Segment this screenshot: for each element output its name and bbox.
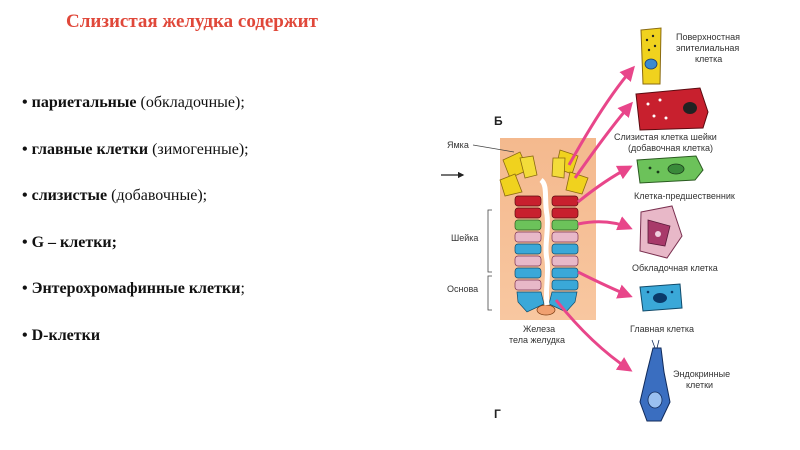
neck-label: Шейка	[451, 233, 478, 243]
mucous-cell-label-2: (добавочная клетка)	[628, 143, 713, 153]
mucous-cell-label-1: Слизистая клетка шейки	[614, 132, 717, 142]
bullet-item: • главные клетки (зимогенные);	[22, 140, 249, 158]
gland-label-line2: тела желудка	[509, 335, 565, 345]
parietal-cell	[639, 205, 683, 259]
bullet-item: • D-клетки	[22, 326, 101, 344]
chief-cell-label: Главная клетка	[630, 324, 694, 334]
precursor-cell-label: Клетка-предшественник	[634, 191, 735, 201]
surface-cell-label-1: Поверхностная	[676, 32, 740, 42]
pit-pointer	[472, 144, 515, 153]
bullet-item: • G – клетки;	[22, 233, 117, 251]
bullet-item: • слизистые (добавочные);	[22, 187, 208, 205]
gland-lumen	[539, 177, 551, 306]
cell-arrows	[554, 65, 635, 372]
precursor-cell	[636, 155, 704, 184]
parietal-cell-label: Обкладочная клетка	[632, 263, 718, 273]
gland-pit-cells	[499, 149, 589, 197]
bullet-item: • Энтерохромафинные клетки;	[22, 280, 245, 298]
endocrine-cell-label-1: Эндокринные	[673, 369, 730, 379]
gland-label-line1: Железа	[523, 324, 555, 334]
gland-base-cells	[514, 267, 579, 316]
gland-neck-cells	[514, 195, 579, 267]
chief-cell	[639, 283, 683, 312]
endocrine-cell-label-2: клетки	[686, 380, 713, 390]
base-bracket	[487, 275, 492, 311]
neck-bracket	[487, 209, 492, 273]
bullet-item: • париетальные (обкладочные);	[22, 94, 245, 111]
surface-cell-label-2: эпителиальная	[676, 43, 739, 53]
pit-label: Ямка	[447, 140, 469, 150]
base-label: Основа	[447, 284, 478, 294]
bullet-list: • париетальные (обкладочные); • главные …	[22, 92, 249, 372]
letter-g: Г	[494, 407, 501, 421]
letter-b: Б	[494, 114, 503, 128]
mucous-neck-cell	[635, 87, 709, 131]
surface-cell-label-3: клетка	[695, 54, 722, 64]
slide-title: Слизистая желудка содержит	[66, 11, 318, 32]
surface-epithelial-cell	[640, 27, 662, 85]
endocrine-cell	[639, 339, 671, 422]
